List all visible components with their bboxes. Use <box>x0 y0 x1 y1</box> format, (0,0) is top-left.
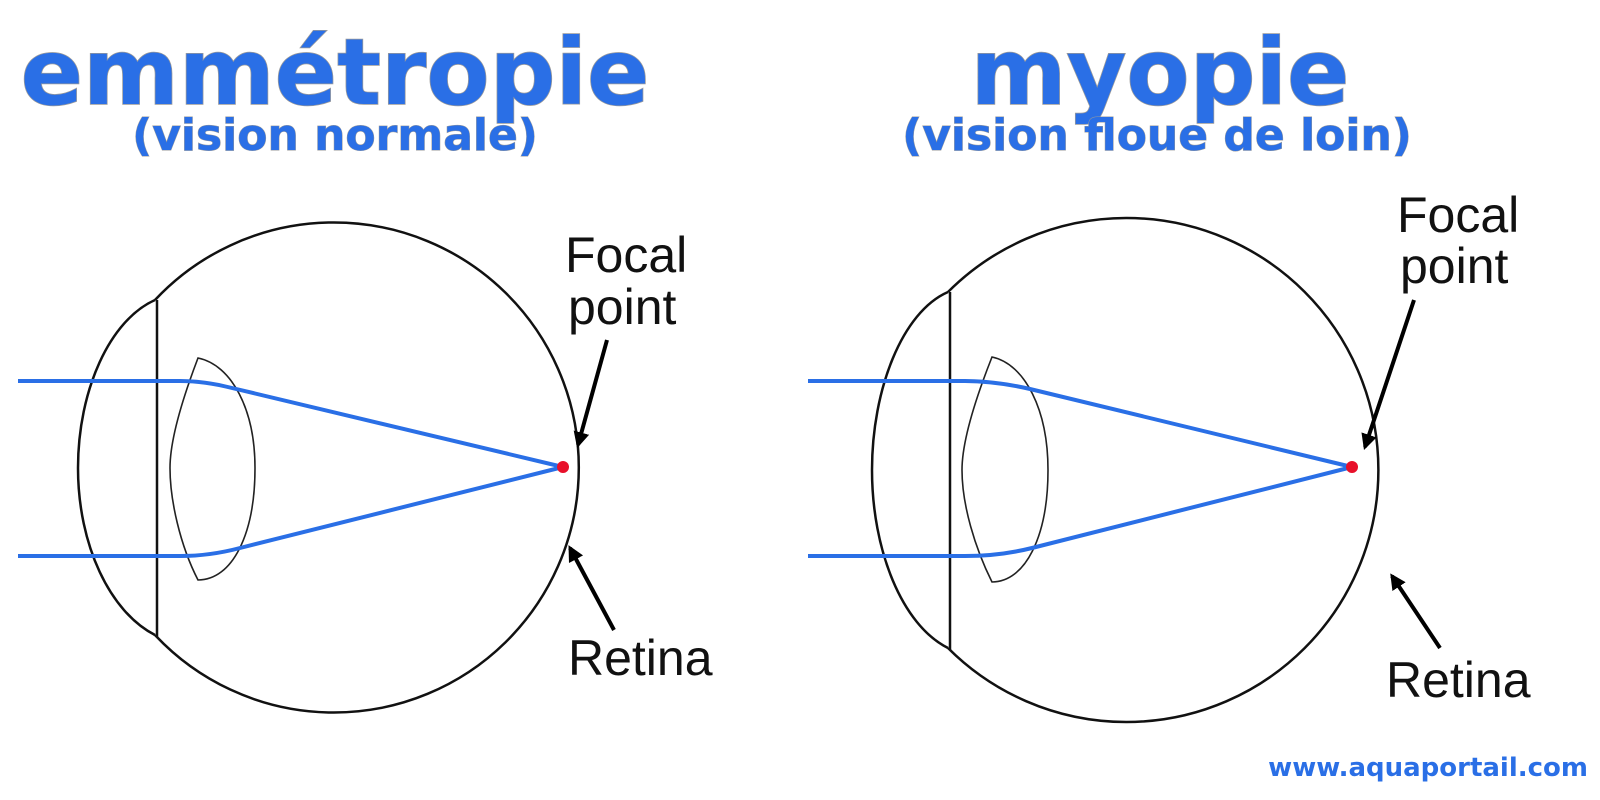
panel-emmetropia: emmétropie (vision normale) Focal point … <box>18 18 713 714</box>
focal-label-line1: Focal <box>1397 187 1519 243</box>
focal-point-dot <box>557 461 569 473</box>
focal-label-line1: Focal <box>565 227 687 283</box>
focal-label-line2: point <box>568 279 677 335</box>
retina-label: Retina <box>1386 652 1531 708</box>
retina-label: Retina <box>568 630 713 686</box>
panel-myopia: myopie (vision floue de loin) Focal poin… <box>808 18 1531 724</box>
focal-point-dot <box>1346 461 1358 473</box>
panel-subtitle: (vision normale) <box>132 110 538 161</box>
eyeball <box>870 216 1380 724</box>
lens <box>961 356 1049 583</box>
panel-title: emmétropie <box>21 19 650 126</box>
focal-pointer-arrow <box>1361 299 1416 451</box>
lens <box>169 357 256 581</box>
retina-pointer-arrow <box>568 545 616 631</box>
light-rays <box>808 379 1353 558</box>
light-rays <box>18 379 564 558</box>
focal-label-line2: point <box>1400 238 1509 294</box>
watermark: www.aquaportail.com <box>1268 753 1588 783</box>
panel-subtitle: (vision floue de loin) <box>902 110 1412 161</box>
retina-pointer-arrow <box>1390 573 1442 650</box>
panel-title: myopie <box>971 19 1350 126</box>
eyeball <box>76 221 581 714</box>
focal-pointer-arrow <box>573 339 609 449</box>
